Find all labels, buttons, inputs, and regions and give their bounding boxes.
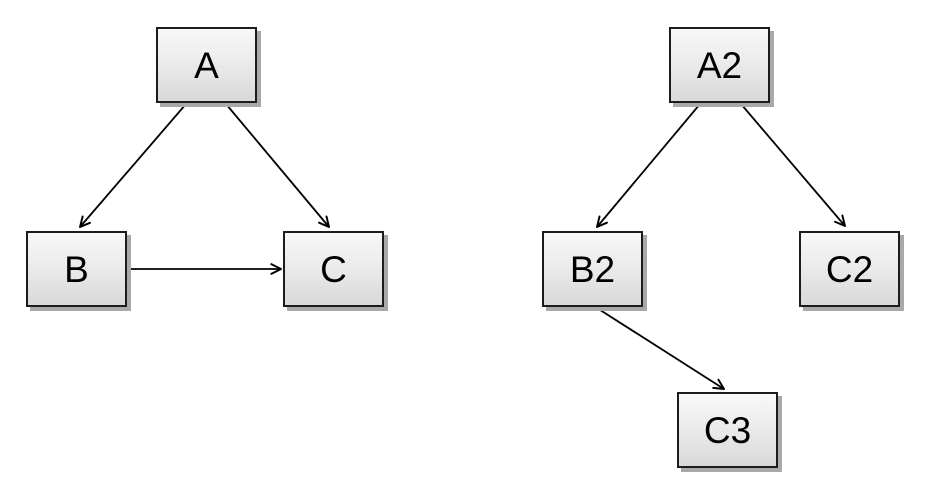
node-c: C <box>283 231 384 307</box>
node-b: B <box>26 231 127 307</box>
node-c-label: C <box>320 248 347 290</box>
edge-a-to-c <box>225 103 330 228</box>
node-a2-label: A2 <box>696 44 743 86</box>
node-b2-label: B2 <box>569 248 616 290</box>
node-b-label: B <box>64 248 89 290</box>
node-a: A <box>156 27 257 103</box>
node-a2: A2 <box>669 27 770 103</box>
edge-b2-to-c3 <box>596 307 725 390</box>
node-c2-label: C2 <box>825 248 874 290</box>
node-b2: B2 <box>542 231 643 307</box>
node-a-label: A <box>194 44 219 86</box>
node-c2: C2 <box>799 231 900 307</box>
edge-a2-to-c2 <box>740 103 846 227</box>
node-c3-label: C3 <box>703 409 752 451</box>
node-c3: C3 <box>677 392 778 468</box>
edge-a2-to-b2 <box>596 103 701 228</box>
edge-a-to-b <box>79 103 187 228</box>
